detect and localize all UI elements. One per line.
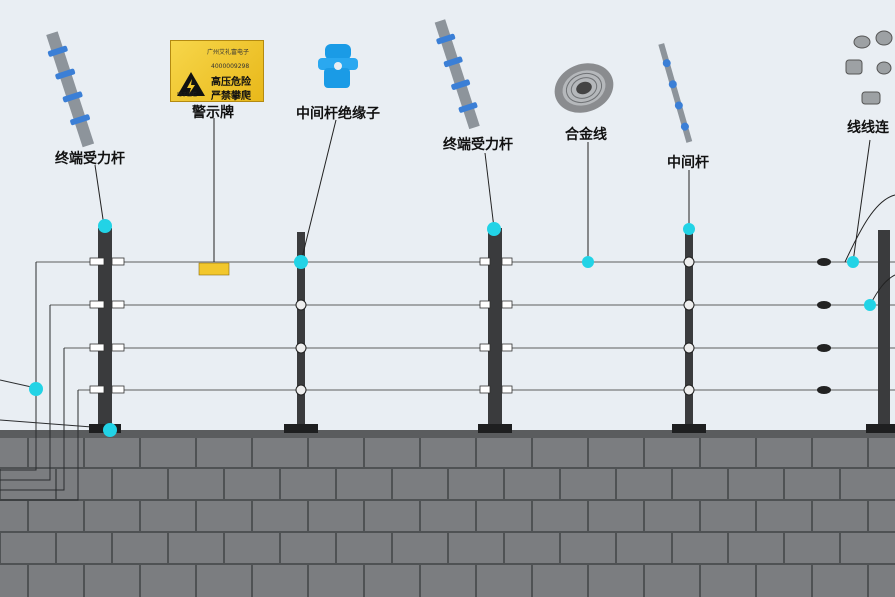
label-end-pole-left: 终端受力杆	[55, 151, 125, 167]
middle-pole-illustration	[658, 43, 693, 143]
end-pole-right	[866, 230, 895, 433]
label-wire-connector: 线线连	[847, 120, 889, 136]
end-pole-illustration-left	[46, 31, 95, 148]
warning-sign-board: 广州艾礼富电子 4000009298 高压危险 严禁攀爬 电子围栏	[170, 40, 264, 102]
high-voltage-icon	[177, 72, 205, 96]
label-end-pole-mid: 终端受力杆	[443, 137, 513, 153]
end-pole-left	[89, 228, 125, 433]
callout-lines	[94, 118, 871, 263]
middle-pole-2	[672, 232, 706, 433]
label-alloy-wire: 合金线	[565, 127, 607, 143]
label-middle-pole: 中间杆	[667, 155, 709, 171]
brick-wall	[0, 430, 895, 597]
wire-connectors	[817, 258, 831, 394]
alloy-wires	[36, 261, 895, 391]
label-middle-insulator: 中间杆绝缘子	[296, 106, 380, 122]
label-warning-sign: 警示牌	[192, 105, 234, 121]
sign-line1: 高压危险	[211, 77, 251, 88]
insulator-icon	[318, 44, 358, 88]
end-pole-illustration-mid	[434, 19, 480, 130]
sign-phone: 4000009298	[211, 63, 250, 70]
highlight-markers	[29, 219, 876, 437]
connector-parts-icon	[845, 30, 893, 105]
sign-line2: 严禁攀爬	[211, 91, 251, 102]
wire-spool-icon	[554, 63, 614, 113]
end-pole-mid	[478, 228, 513, 433]
sign-corner: 电子围栏	[177, 92, 198, 98]
sign-company: 广州艾礼富电子	[207, 49, 250, 56]
lead-in-wires	[0, 262, 106, 501]
wire-warning-sign	[198, 262, 230, 276]
